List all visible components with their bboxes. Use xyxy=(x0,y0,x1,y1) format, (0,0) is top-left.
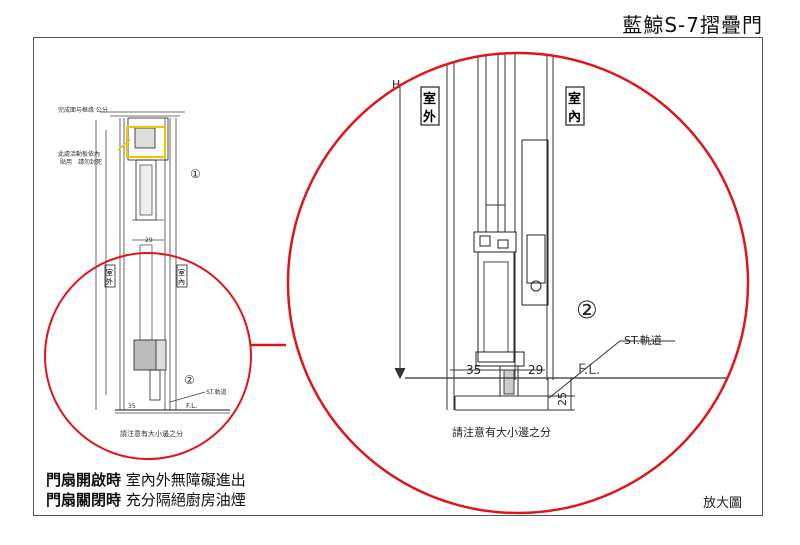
caption-line-2: 門扇關閉時 充分隔絕廚房油煙 xyxy=(46,490,246,510)
track-label-small: ST.軌道 xyxy=(206,388,227,396)
small-magnify-circle xyxy=(44,252,252,460)
dim-35-small: 35 xyxy=(128,403,136,410)
note-yellow-1: 此處活動板依內 xyxy=(58,150,100,158)
fl-label-small: F.L. xyxy=(186,402,197,410)
caption-2-bold: 門扇關閉時 xyxy=(46,491,122,509)
svg-text:外: 外 xyxy=(422,109,436,125)
caption-1-bold: 門扇開啟時 xyxy=(46,471,122,489)
note-yellow-2: 貼用 請勿封死 xyxy=(60,158,102,166)
large-magnify-circle xyxy=(286,51,750,515)
dim-29-small: 29 xyxy=(145,237,153,244)
note-top: 完成面与框缘 公分 xyxy=(58,106,108,114)
label-outside-small: 室 xyxy=(106,268,113,277)
h-label: H xyxy=(392,78,400,91)
drawing-frame xyxy=(33,37,763,516)
fl-label-large: F.L. xyxy=(578,362,601,378)
svg-text:內: 內 xyxy=(178,277,185,286)
svg-text:外: 外 xyxy=(106,277,113,286)
track-label-large: ST.軌道 xyxy=(624,333,662,347)
caption-line-1: 門扇開啟時 室內外無障礙進出 xyxy=(46,470,246,490)
dim-25-large: 25 xyxy=(556,392,569,406)
enlarge-label: 放大圖 xyxy=(702,496,742,511)
label-inside-large: 室 xyxy=(568,91,581,107)
note-bottom-small: 請注意有大小邊之分 xyxy=(120,429,183,438)
marker-1: ① xyxy=(190,167,201,181)
svg-text:內: 內 xyxy=(568,109,581,125)
label-inside-small: 室 xyxy=(178,268,185,277)
marker-2-large: ② xyxy=(576,296,598,324)
marker-2-small: ② xyxy=(184,373,195,387)
dim-29-large: 29 xyxy=(528,363,543,377)
small-section-view xyxy=(95,111,230,414)
caption-1-text: 室內外無障礙進出 xyxy=(121,471,246,489)
dim-35-large: 35 xyxy=(466,363,481,377)
label-outside-large: 室 xyxy=(423,91,436,107)
note-bottom-large: 請注意有大小邊之分 xyxy=(452,425,551,439)
large-section-view xyxy=(394,53,748,411)
caption-2-text: 充分隔絕廚房油煙 xyxy=(121,491,246,509)
page-title: 藍鯨S-7摺疊門 xyxy=(622,13,763,37)
